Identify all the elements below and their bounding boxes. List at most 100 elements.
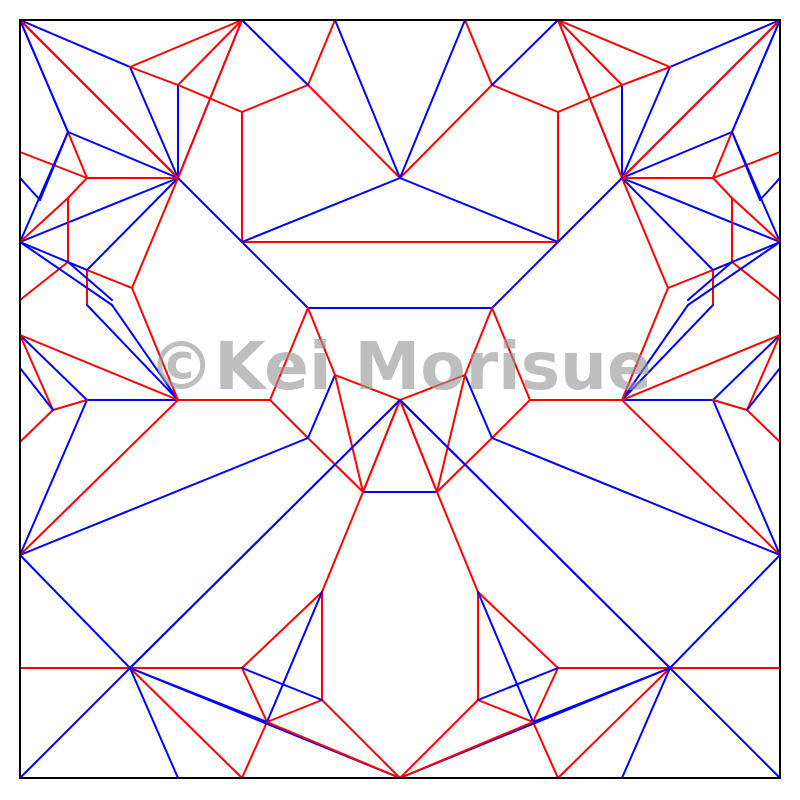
mountain-fold-line — [621, 66, 671, 179]
mountain-fold-line — [86, 177, 179, 271]
mountain-fold-line — [621, 304, 689, 401]
mountain-fold-line — [19, 554, 131, 669]
valley-fold-line — [177, 19, 243, 179]
mountain-fold-line — [399, 19, 466, 179]
mountain-fold-line — [19, 367, 54, 411]
mountain-fold-line — [464, 374, 493, 439]
mountain-fold-line — [712, 399, 781, 556]
valley-fold-line — [52, 399, 88, 411]
valley-fold-line — [621, 66, 671, 86]
mountain-fold-line — [111, 304, 179, 401]
mountain-fold-line — [731, 19, 781, 133]
mountain-fold-line — [86, 304, 179, 401]
mountain-fold-line — [621, 177, 714, 271]
mountain-fold-line — [67, 261, 113, 301]
mountain-fold-line — [19, 177, 179, 243]
mountain-fold-line — [19, 19, 131, 68]
mountain-fold-line — [19, 241, 113, 306]
valley-fold-line — [266, 721, 401, 779]
mountain-fold-line — [19, 177, 41, 201]
valley-fold-line — [477, 591, 559, 669]
mountain-fold-line — [399, 399, 671, 669]
valley-fold-line — [621, 177, 669, 289]
mountain-fold-line — [307, 374, 336, 439]
mountain-fold-line — [712, 241, 781, 271]
valley-fold-line — [731, 261, 781, 301]
mountain-fold-line — [669, 554, 781, 669]
valley-fold-line — [129, 19, 243, 68]
valley-fold-line — [131, 287, 179, 401]
valley-fold-line — [621, 287, 669, 401]
valley-fold-line — [241, 667, 268, 723]
valley-fold-line — [399, 374, 466, 401]
valley-fold-line — [436, 491, 479, 593]
mountain-fold-line — [731, 131, 761, 201]
valley-fold-line — [307, 307, 336, 376]
valley-fold-line — [307, 84, 401, 179]
mountain-fold-line — [177, 177, 243, 243]
valley-fold-line — [321, 699, 401, 779]
valley-fold-line — [464, 19, 493, 86]
valley-fold-line — [557, 19, 671, 68]
valley-fold-line — [19, 334, 54, 411]
valley-fold-line — [399, 399, 438, 493]
valley-fold-line — [19, 409, 54, 443]
mountain-fold-line — [746, 367, 781, 411]
valley-fold-line — [334, 374, 364, 493]
valley-fold-line — [241, 591, 323, 669]
mountain-fold-line — [19, 667, 131, 779]
mountain-fold-line — [491, 19, 559, 86]
valley-fold-line — [177, 19, 243, 86]
mountain-fold-line — [39, 131, 69, 201]
mountain-fold-line — [669, 19, 781, 68]
mountain-fold-line — [621, 667, 671, 779]
valley-fold-line — [436, 374, 466, 493]
valley-fold-line — [131, 177, 179, 289]
mountain-fold-line — [129, 66, 179, 179]
valley-fold-line — [67, 177, 88, 199]
valley-fold-line — [241, 84, 309, 113]
valley-fold-line — [491, 84, 559, 113]
valley-fold-line — [67, 131, 88, 179]
mountain-fold-line — [491, 241, 559, 309]
valley-fold-line — [399, 721, 534, 779]
mountain-fold-line — [477, 591, 534, 723]
valley-fold-line — [129, 667, 243, 779]
valley-fold-line — [399, 84, 493, 179]
mountain-fold-line — [621, 304, 714, 401]
valley-fold-line — [307, 19, 336, 86]
mountain-fold-line — [557, 177, 623, 243]
valley-fold-line — [532, 667, 559, 723]
valley-fold-line — [557, 667, 671, 779]
mountain-fold-line — [241, 667, 323, 701]
valley-fold-line — [712, 177, 733, 199]
mountain-fold-line — [712, 334, 781, 401]
valley-fold-line — [269, 399, 309, 439]
valley-fold-line — [362, 399, 401, 493]
mountain-fold-line — [399, 177, 559, 243]
valley-fold-line — [477, 699, 534, 723]
valley-fold-line — [731, 197, 781, 243]
mountain-fold-line — [241, 177, 401, 243]
valley-fold-line — [321, 491, 364, 593]
mountain-fold-line — [19, 334, 88, 401]
valley-fold-line — [19, 197, 69, 243]
valley-fold-line — [621, 399, 781, 556]
mountain-fold-line — [67, 131, 179, 179]
mountain-fold-line — [687, 261, 733, 301]
valley-fold-line — [19, 334, 179, 401]
mountain-fold-line — [621, 177, 781, 243]
valley-fold-line — [491, 307, 531, 401]
mountain-fold-line — [669, 667, 781, 779]
mountain-fold-line — [19, 399, 88, 556]
mountain-fold-line — [621, 131, 733, 179]
mountain-fold-line — [491, 437, 781, 556]
valley-fold-line — [621, 19, 781, 179]
valley-fold-line — [399, 699, 479, 779]
valley-fold-line — [86, 269, 133, 289]
valley-fold-line — [19, 261, 69, 301]
valley-fold-line — [464, 307, 493, 376]
valley-fold-line — [557, 19, 623, 179]
